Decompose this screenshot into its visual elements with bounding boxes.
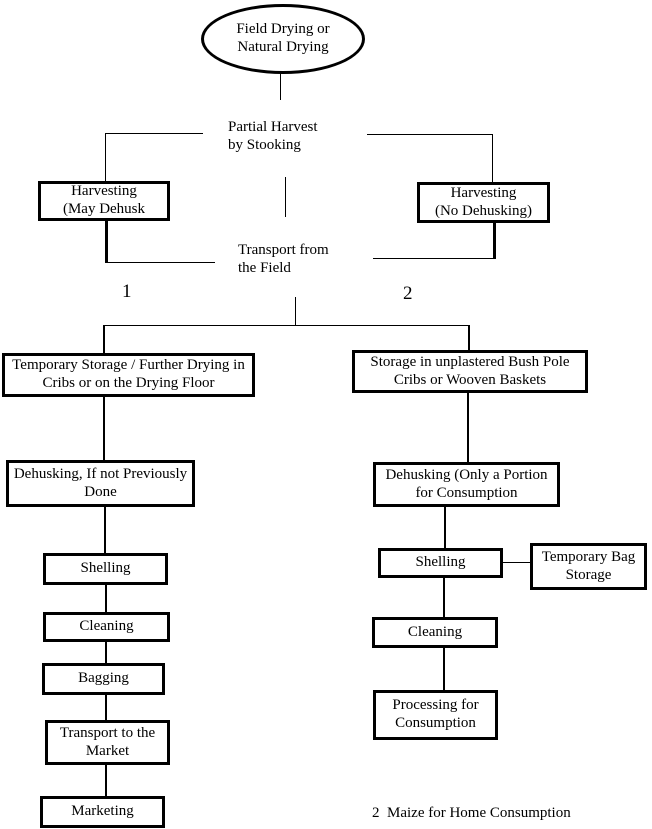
transport-to-market-box: Transport to the Market	[45, 720, 170, 765]
dehusking-left-box: Dehusking, If not Previously Done	[6, 460, 195, 507]
processing-for-consumption-label: Processing for Consumption	[392, 697, 479, 731]
edge-partial-harvest-right	[367, 134, 493, 135]
edge-cleaning-to-processing	[443, 648, 445, 690]
edge-drop-to-harvesting-may	[105, 133, 106, 181]
shelling-right-box: Shelling	[378, 548, 503, 578]
branch-1-label: 1	[122, 281, 132, 302]
shelling-left-box: Shelling	[43, 553, 168, 585]
edge-dehusking-to-shelling-right	[444, 507, 446, 548]
harvesting-may-dehusk-box: Harvesting (May Dehusk	[38, 181, 170, 221]
dehusking-left-label: Dehusking, If not Previously Done	[13, 465, 188, 500]
edge-ellipse-to-partial-harvest	[280, 73, 281, 100]
field-drying-label: Field Drying or Natural Drying	[236, 21, 330, 55]
bush-pole-storage-label: Storage in unplastered Bush Pole Cribs o…	[370, 353, 570, 388]
bagging-label: Bagging	[78, 670, 129, 687]
temporary-storage-label: Temporary Storage / Further Drying in Cr…	[12, 357, 245, 391]
edge-shelling-to-cleaning-right	[443, 578, 445, 617]
edge-temp-storage-to-dehusking	[103, 397, 105, 460]
marketing-box: Marketing	[40, 796, 165, 828]
edge-bush-storage-to-dehusking	[467, 393, 469, 462]
footnote-maize-home-consumption: 2 Maize for Home Consumption	[372, 805, 571, 821]
edge-harvesting-may-to-transport	[107, 262, 215, 263]
harvesting-may-dehusk-label: Harvesting (May Dehusk	[62, 183, 146, 217]
harvesting-no-dehusking-box: Harvesting (No Dehusking)	[417, 182, 550, 223]
cleaning-right-label: Cleaning	[407, 623, 463, 640]
cleaning-right-box: Cleaning	[372, 617, 498, 648]
edge-shelling-to-cleaning-left	[105, 585, 107, 612]
edge-distribution	[103, 325, 470, 326]
transport-to-market-label: Transport to the Market	[59, 724, 156, 759]
edge-drop-to-harvesting-no	[492, 134, 493, 182]
marketing-label: Marketing	[71, 803, 134, 820]
edge-drop-to-bush-storage	[468, 325, 470, 350]
temporary-bag-storage-box: Temporary Bag Storage	[530, 543, 647, 590]
temporary-storage-box: Temporary Storage / Further Drying in Cr…	[2, 353, 255, 397]
edge-harvesting-no-down	[493, 223, 496, 259]
edge-dehusking-to-shelling-left	[104, 507, 106, 553]
dehusking-right-label: Dehusking (Only a Portion for Consumptio…	[385, 466, 548, 501]
shelling-right-label: Shelling	[415, 554, 466, 571]
bagging-box: Bagging	[42, 663, 165, 695]
edge-harvesting-may-down	[105, 221, 108, 263]
edge-drop-to-temp-storage	[103, 325, 105, 353]
field-drying-ellipse: Field Drying or Natural Drying	[201, 4, 365, 74]
shelling-left-label: Shelling	[80, 560, 131, 577]
bush-pole-storage-box: Storage in unplastered Bush Pole Cribs o…	[352, 350, 588, 393]
edge-partial-harvest-to-transport	[285, 177, 286, 217]
branch-2-label: 2	[403, 283, 413, 304]
harvesting-no-dehusking-label: Harvesting (No Dehusking)	[434, 184, 533, 219]
edge-shelling-to-temp-bag	[503, 562, 530, 563]
edge-cleaning-to-bagging	[105, 642, 107, 663]
dehusking-right-box: Dehusking (Only a Portion for Consumptio…	[373, 462, 560, 507]
edge-partial-harvest-left	[105, 133, 203, 134]
edge-transport-down	[295, 297, 296, 325]
cleaning-left-label: Cleaning	[79, 618, 134, 635]
edge-transport-market-to-marketing	[105, 765, 107, 796]
processing-for-consumption-box: Processing for Consumption	[373, 690, 498, 740]
edge-harvesting-no-to-transport	[373, 258, 493, 259]
transport-from-field-label: Transport from the Field	[238, 242, 329, 277]
edge-bagging-to-transport-market	[105, 695, 107, 720]
temporary-bag-storage-label: Temporary Bag Storage	[541, 548, 636, 583]
cleaning-left-box: Cleaning	[43, 612, 170, 642]
partial-harvest-label: Partial Harvest by Stooking	[228, 119, 318, 154]
